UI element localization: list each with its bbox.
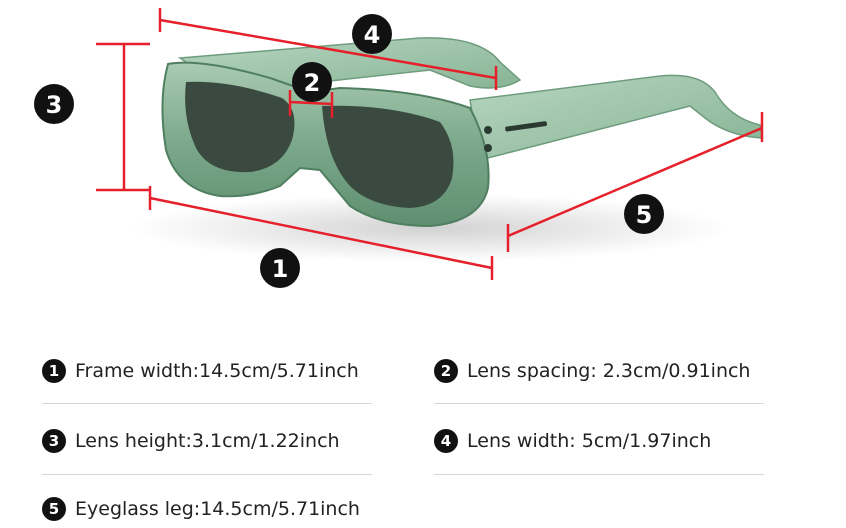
spec-eyeglass-leg: 5 Eyeglass leg:14.5cm/5.71inch xyxy=(42,494,360,524)
spec-text: Eyeglass leg:14.5cm/5.71inch xyxy=(75,498,360,520)
spec-text: Lens width: 5cm/1.97inch xyxy=(467,430,712,452)
badge-4: 4 xyxy=(352,14,392,54)
spec-text: Lens height:3.1cm/1.22inch xyxy=(75,430,340,452)
measure-line-4 xyxy=(159,18,497,80)
sunglasses-diagram: 1 2 3 4 5 xyxy=(34,8,764,288)
spec-lens-height: 3 Lens height:3.1cm/1.22inch xyxy=(42,426,340,456)
right-lens xyxy=(322,105,454,208)
spec-number-badge: 2 xyxy=(434,359,458,383)
left-lens xyxy=(185,81,295,173)
divider-4 xyxy=(434,474,764,475)
badge-1: 1 xyxy=(260,248,300,288)
near-temple-arm xyxy=(469,74,763,161)
hinge-rivet-bottom xyxy=(484,144,492,152)
spec-frame-width: 1 Frame width:14.5cm/5.71inch xyxy=(42,356,359,386)
badge-5: 5 xyxy=(624,194,664,234)
badge-3: 3 xyxy=(34,84,74,124)
badge-2: 2 xyxy=(292,62,332,102)
arm-engraving-bar xyxy=(505,121,547,132)
spec-text: Lens spacing: 2.3cm/0.91inch xyxy=(467,360,751,382)
svg-text:5: 5 xyxy=(636,201,653,229)
svg-text:1: 1 xyxy=(272,255,289,283)
svg-text:3: 3 xyxy=(46,91,63,119)
spec-number-badge: 5 xyxy=(42,497,66,521)
spec-text: Frame width:14.5cm/5.71inch xyxy=(75,360,359,382)
divider-3 xyxy=(42,474,372,475)
spec-lens-spacing: 2 Lens spacing: 2.3cm/0.91inch xyxy=(434,356,750,386)
spec-number-badge: 4 xyxy=(434,429,458,453)
shadow xyxy=(130,194,730,262)
spec-number-badge: 1 xyxy=(42,359,66,383)
divider-1 xyxy=(42,403,372,404)
measure-line-1 xyxy=(149,196,493,270)
spec-list: 1 Frame width:14.5cm/5.71inch 2 Lens spa… xyxy=(0,340,846,528)
svg-text:2: 2 xyxy=(304,69,321,97)
measure-line-5 xyxy=(507,126,763,238)
spec-number-badge: 3 xyxy=(42,429,66,453)
spec-lens-width: 4 Lens width: 5cm/1.97inch xyxy=(434,426,711,456)
hinge-rivet-top xyxy=(484,126,492,134)
divider-2 xyxy=(434,403,764,404)
measure-line-2 xyxy=(289,100,333,106)
measure-lines xyxy=(96,8,764,280)
svg-text:4: 4 xyxy=(364,21,381,49)
